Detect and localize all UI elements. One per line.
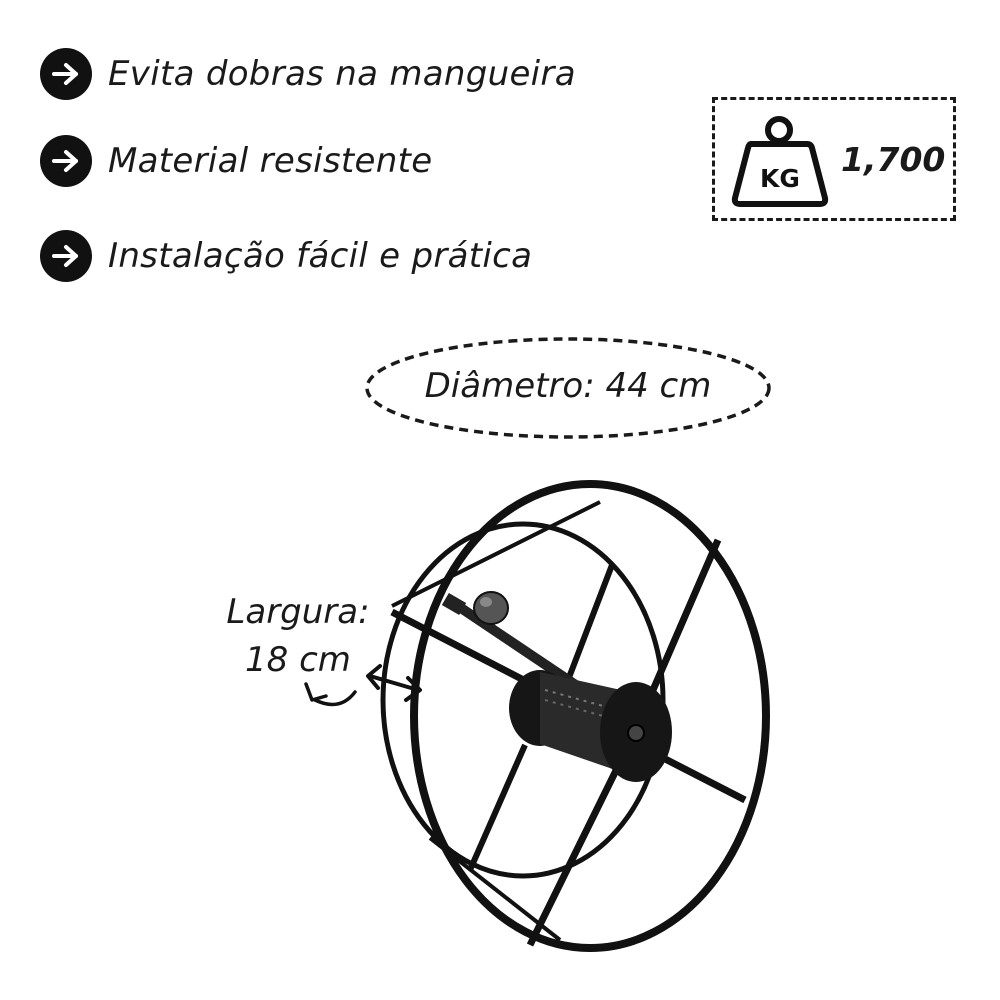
crank-handle-collar xyxy=(441,592,467,616)
curved-pointer-arrow xyxy=(313,690,357,707)
feature-text: Instalação fácil e prática xyxy=(108,236,533,276)
feature-text: Material resistente xyxy=(108,141,433,181)
arrow-right-icon xyxy=(40,135,92,187)
spoke xyxy=(467,743,528,872)
width-measure-arrowhead xyxy=(404,676,422,702)
crank-handle-knob xyxy=(473,591,509,625)
feature-item-hose-kinks: Evita dobras na mangueira xyxy=(40,44,576,104)
weight-badge: KG 1,700 xyxy=(712,97,956,221)
width-label-value: 18 cm xyxy=(245,640,351,680)
weight-value: 1,700 xyxy=(841,140,946,179)
diameter-callout-oval xyxy=(365,337,771,439)
hub-axle xyxy=(627,724,645,742)
feature-text: Evita dobras na mangueira xyxy=(108,54,576,94)
width-measure-arrow xyxy=(369,674,419,692)
arrow-right-icon xyxy=(40,230,92,282)
crank-handle-knob-highlight xyxy=(480,597,492,607)
width-measure-arrowhead xyxy=(366,664,382,690)
kg-weight-icon: KG xyxy=(731,116,829,207)
width-label: Largura: 18 cm xyxy=(218,588,378,684)
feature-item-resistant-material: Material resistente xyxy=(40,131,432,191)
width-label-title: Largura: xyxy=(226,592,370,632)
spoke xyxy=(562,563,615,690)
curved-pointer-arrowhead xyxy=(304,682,328,702)
hub-drum-detail xyxy=(544,689,626,713)
hub-drum-detail xyxy=(544,699,626,723)
feature-item-easy-install: Instalação fácil e prática xyxy=(40,226,532,286)
svg-text:KG: KG xyxy=(760,164,800,193)
side-bar xyxy=(391,500,601,608)
arrow-right-icon xyxy=(40,48,92,100)
diameter-label: Diâmetro: 44 cm xyxy=(424,366,712,406)
front-ring xyxy=(410,480,770,952)
